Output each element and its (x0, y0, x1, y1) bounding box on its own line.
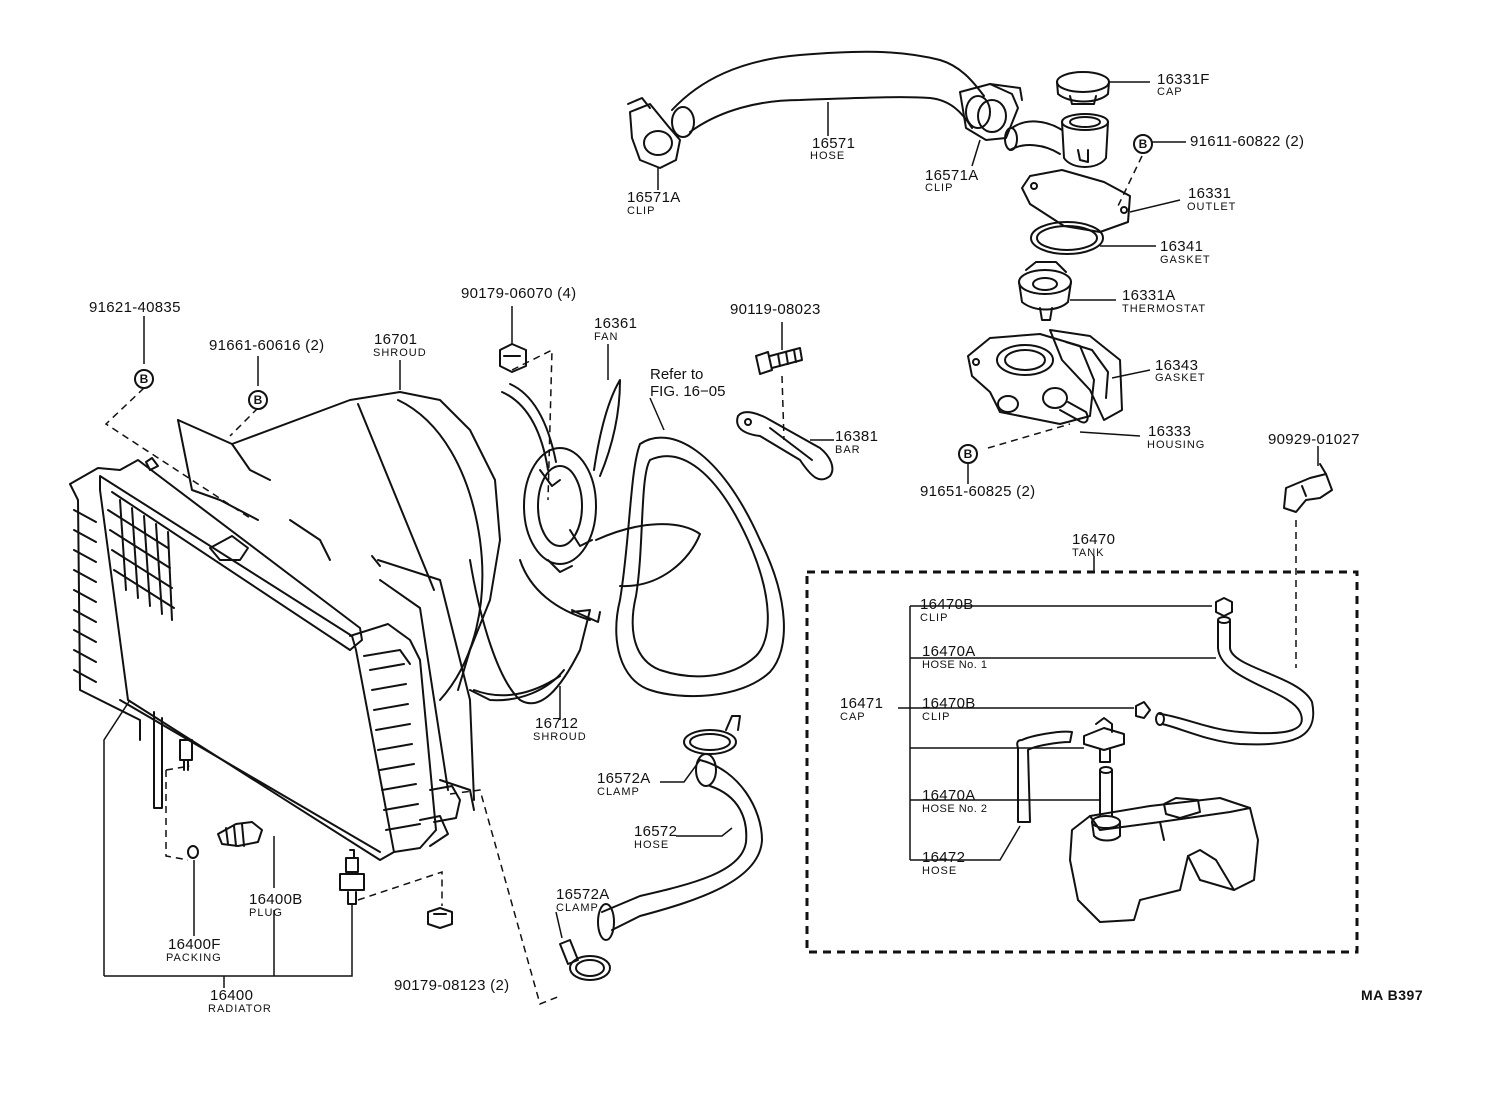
refer-to-figure-note: Refer to FIG. 16−05 (650, 366, 726, 400)
label-num-bolt-outlet: 91611-60822 (2) (1190, 133, 1305, 150)
label-num-cap-top: 16331F (1157, 71, 1210, 88)
lower-radiator-hose (597, 753, 763, 941)
label-num-tank-hose-1: 16470A (922, 643, 976, 660)
bubble-b-radiator: B (134, 369, 154, 389)
bubble-b-shroud: B (248, 390, 268, 410)
label-name-plug: PLUG (249, 907, 283, 919)
label-num-plug: 16400B (249, 891, 303, 908)
hose-clamp-lower (559, 939, 611, 981)
label-num-outlet: 16331 (1188, 185, 1232, 202)
fan-nut (499, 343, 527, 373)
fan-belt (615, 436, 785, 697)
label-name-cap-top: CAP (1157, 86, 1183, 98)
label-name-clip-right: CLIP (925, 182, 954, 194)
label-num-fan: 16361 (594, 315, 638, 332)
tank-group-frame (805, 570, 1359, 954)
label-name-radiator: RADIATOR (208, 1003, 272, 1015)
label-num-clip-tank: 90929-01027 (1268, 431, 1360, 448)
hose-clip-right (959, 83, 1023, 141)
thermostat (1018, 261, 1072, 321)
fan-shroud (177, 391, 501, 811)
label-name-housing: HOUSING (1147, 439, 1206, 451)
label-name-tank-clip-1: CLIP (920, 612, 949, 624)
label-name-fan: FAN (594, 331, 619, 343)
label-name-tank-hose-2: HOSE No. 2 (922, 803, 988, 815)
dashed-guides (104, 155, 1297, 1006)
label-num-hose-top: 16571 (812, 135, 856, 152)
label-num-bolt-housing: 91651-60825 (2) (920, 483, 1036, 500)
label-name-packing: PACKING (166, 952, 222, 964)
label-num-tank-cap: 16471 (840, 695, 884, 712)
label-num-nut-fan: 90179-06070 (4) (461, 285, 577, 302)
tank-bracket-clip (1283, 463, 1333, 513)
label-num-shroud-lower: 16712 (535, 715, 579, 732)
cooling-fan (501, 379, 701, 621)
bar-bolt (755, 347, 803, 375)
label-name-clip-left: CLIP (627, 205, 656, 217)
label-name-hose-lower: HOSE (634, 839, 670, 851)
label-num-thermostat: 16331A (1122, 287, 1176, 304)
label-name-shroud: SHROUD (373, 347, 427, 359)
label-num-clamp-lower: 16572A (556, 886, 610, 903)
label-name-tank-hose-1: HOSE No. 1 (922, 659, 988, 671)
label-name-shroud-lower: SHROUD (533, 731, 587, 743)
label-num-tank: 16470 (1072, 531, 1116, 548)
label-num-shroud: 16701 (374, 331, 418, 348)
label-name-tank-clip-2: CLIP (922, 711, 951, 723)
label-num-bar: 16381 (835, 428, 879, 445)
label-num-tank-clip-2: 16470B (922, 695, 976, 712)
label-num-radiator: 16400 (210, 987, 254, 1004)
radiator-cap-top (1056, 71, 1110, 105)
label-num-clamp-upper: 16572A (597, 770, 651, 787)
leader-lines (103, 81, 1319, 988)
radiator (69, 457, 461, 861)
adjusting-bar (736, 411, 834, 481)
label-name-outlet: OUTLET (1187, 201, 1237, 213)
label-name-clamp-upper: CLAMP (597, 786, 640, 798)
label-num-clip-left: 16571A (627, 189, 681, 206)
label-num-bolt-bar: 90119-08023 (730, 301, 821, 318)
drain-plug (217, 821, 263, 847)
label-num-gasket-1: 16341 (1160, 238, 1204, 255)
label-num-hose-lower: 16572 (634, 823, 678, 840)
label-num-packing: 16400F (168, 936, 221, 953)
label-name-hose-top: HOSE (810, 150, 846, 162)
upper-radiator-hose (671, 50, 991, 138)
water-housing (967, 333, 1095, 425)
reservoir-tank (1016, 597, 1315, 923)
label-name-tank-cap: CAP (840, 711, 866, 723)
label-num-tank-hose-3: 16472 (922, 849, 966, 866)
water-outlet (1004, 113, 1131, 233)
label-name-tank: TANK (1072, 547, 1105, 559)
diagram-code: MA B397 (1361, 987, 1424, 1003)
label-num-tank-hose-2: 16470A (922, 787, 976, 804)
radiator-nut (427, 907, 453, 929)
radiator-bolt (179, 739, 193, 771)
label-num-clip-right: 16571A (925, 167, 979, 184)
hose-clamp-upper (683, 715, 741, 755)
label-name-clamp-lower: CLAMP (556, 902, 599, 914)
label-num-gasket-2: 16343 (1155, 357, 1199, 374)
label-name-thermostat: THERMOSTAT (1122, 303, 1207, 315)
label-name-gasket-1: GASKET (1160, 254, 1211, 266)
bubble-b-outlet: B (1133, 134, 1153, 154)
label-num-bolt-rad: 91621-40835 (89, 299, 181, 316)
label-num-housing: 16333 (1148, 423, 1192, 440)
label-num-nut-rad: 90179-08123 (2) (394, 977, 510, 994)
fan-shroud-lower (469, 559, 601, 705)
hose-clip-left (627, 97, 681, 169)
radiator-mount-stud (339, 849, 365, 905)
label-name-bar: BAR (835, 444, 861, 456)
label-num-tank-clip-1: 16470B (920, 596, 974, 613)
label-name-tank-hose-3: HOSE (922, 865, 958, 877)
gasket-outlet (1030, 221, 1104, 255)
bubble-b-housing: B (958, 444, 978, 464)
label-name-gasket-2: GASKET (1155, 372, 1206, 384)
drain-packing (187, 845, 199, 859)
label-num-bolt-shroud: 91661-60616 (2) (209, 337, 325, 354)
